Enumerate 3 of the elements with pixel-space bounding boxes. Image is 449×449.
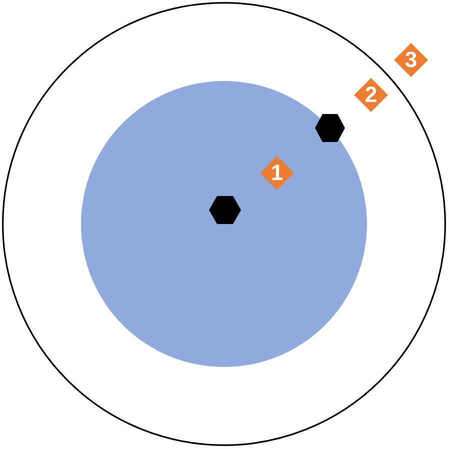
callout-number: 1: [270, 162, 284, 184]
callout-number: 2: [364, 84, 378, 106]
callout-number: 3: [404, 49, 418, 71]
